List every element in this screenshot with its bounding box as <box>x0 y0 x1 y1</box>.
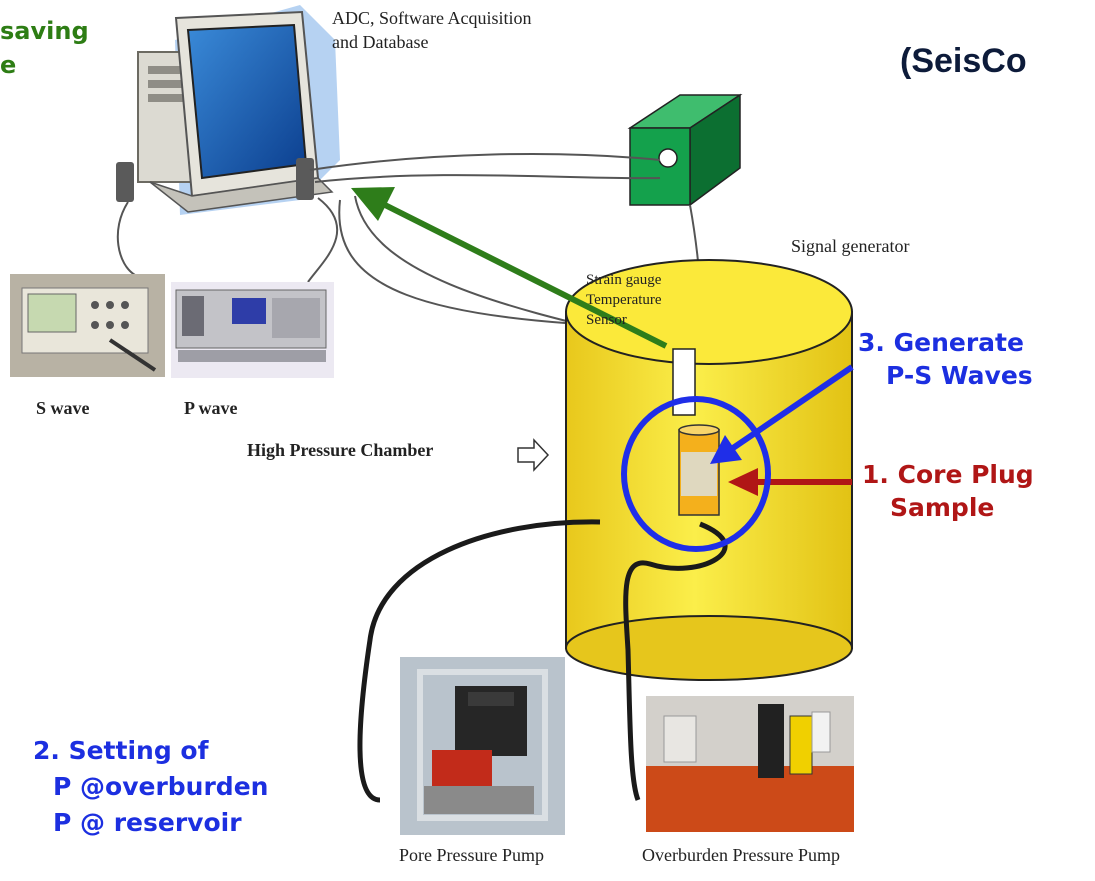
step3-line2: P-S Waves <box>886 361 1033 390</box>
red-arrow <box>728 468 852 496</box>
adc-software-label: ADC, Software Acquisition and Database <box>332 6 532 54</box>
signal-generator-label: Signal generator <box>791 236 910 256</box>
p-wave-analyzer-photo <box>171 282 334 378</box>
saving-label-line2: e <box>0 51 17 79</box>
green-arrow <box>351 187 668 349</box>
chamber-pointer-icon <box>517 438 550 472</box>
hoses <box>357 519 728 803</box>
temperature-line: Temperature <box>586 292 662 308</box>
sensor-probe <box>672 348 696 416</box>
step3-line1: 3. Generate <box>858 328 1024 357</box>
step2-line2: P @overburden <box>53 772 269 801</box>
step1-label: 1. Core Plug Sample <box>862 458 1034 524</box>
s-wave-label: S wave <box>36 398 90 418</box>
strain-gauge-label: Strain gauge Temperature Sensor <box>586 270 662 330</box>
overburden-pump-label: Overburden Pressure Pump <box>642 845 840 865</box>
core-plug-sample <box>678 424 720 516</box>
saving-label: saving e <box>0 14 89 82</box>
step1-line2: Sample <box>890 493 995 522</box>
cables <box>116 153 706 441</box>
step2-line1: 2. Setting of <box>33 736 209 765</box>
step2-line3: P @ reservoir <box>53 808 242 837</box>
saving-label-line1: saving <box>0 17 89 45</box>
overburden-pressure-pump-photo <box>646 696 854 832</box>
s-wave-oscilloscope-photo <box>10 274 165 377</box>
page-title: (SeisCo <box>900 42 1027 80</box>
sensor-line: Sensor <box>586 312 627 328</box>
blue-arrow <box>710 364 854 464</box>
chamber-label: High Pressure Chamber <box>247 440 434 460</box>
p-wave-label: P wave <box>184 398 238 418</box>
computer-illustration <box>116 5 340 215</box>
pore-pressure-pump-photo <box>400 657 565 835</box>
adc-software-label-line2: and Database <box>332 32 429 52</box>
pore-pump-label: Pore Pressure Pump <box>399 845 544 865</box>
step2-label: 2. Setting of P @overburden P @ reservoi… <box>33 733 268 841</box>
highlight-circle <box>621 396 771 552</box>
step1-line1: 1. Core Plug <box>862 460 1034 489</box>
step3-label: 3. Generate P-S Waves <box>858 326 1033 392</box>
signal-generator-box <box>627 93 743 207</box>
strain-gauge-line: Strain gauge <box>586 272 662 288</box>
adc-software-label-line1: ADC, Software Acquisition <box>332 8 532 28</box>
